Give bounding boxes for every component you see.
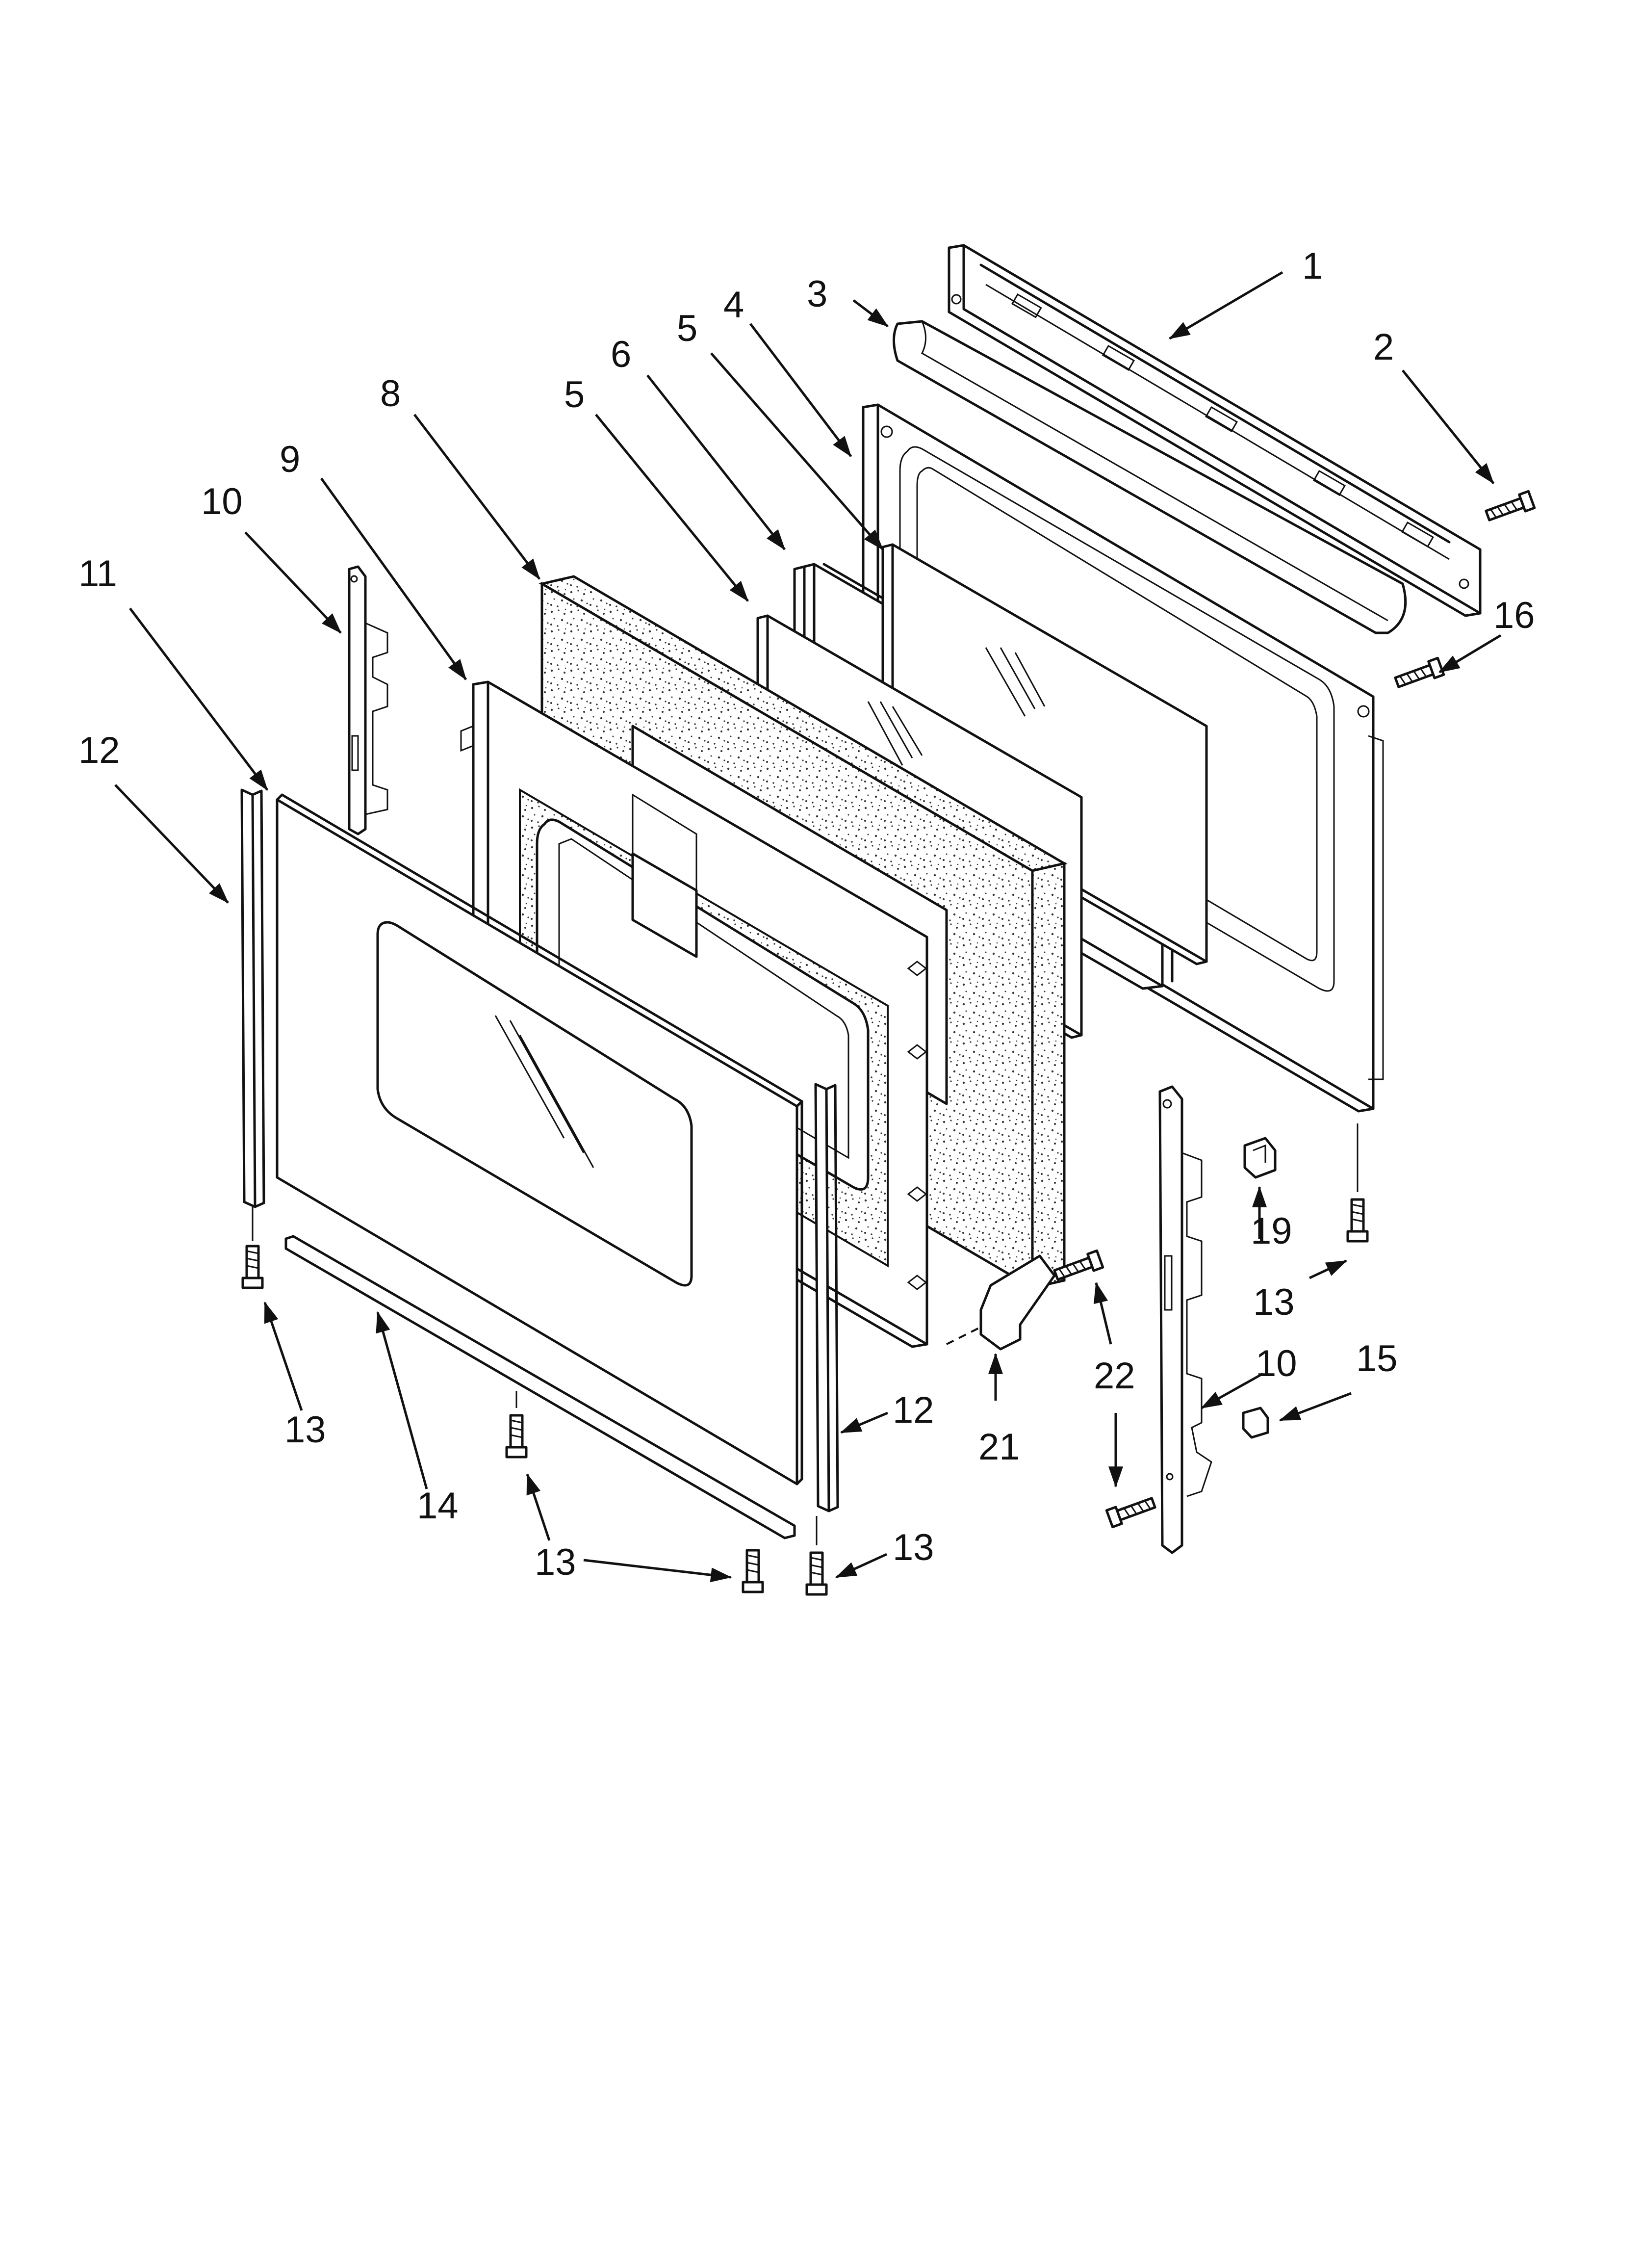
screw-part-2: [1485, 490, 1536, 521]
outer-door-panel-part: [276, 793, 803, 1486]
callout-3: 3: [807, 273, 827, 315]
callout-4: 4: [723, 284, 744, 326]
callout-5a: 5: [677, 308, 697, 349]
callout-2: 2: [1373, 326, 1394, 368]
screw-part-22-b: [1105, 1497, 1156, 1529]
door-hinge-right-part: [1158, 1085, 1212, 1554]
callout-6: 6: [611, 334, 631, 375]
callout-1: 1: [1302, 245, 1323, 287]
callout-5b: 5: [564, 374, 585, 416]
screw-part-13-a: [241, 1245, 264, 1289]
callout-8: 8: [380, 373, 401, 415]
door-side-trim-left-part: [240, 788, 265, 1208]
callout-13b: 13: [535, 1541, 576, 1583]
control-panel-trim-part: [948, 244, 1482, 617]
callout-21: 21: [978, 1426, 1020, 1468]
callout-12a: 12: [78, 730, 120, 771]
clip-part-15: [1242, 1407, 1269, 1439]
callout-19: 19: [1251, 1210, 1292, 1252]
callout-16: 16: [1493, 595, 1535, 636]
door-bottom-trim-part: [284, 1235, 796, 1539]
callout-labels: 1 2 3 4 5 5 6 8 9 10 10 11 12 12 13 13 1…: [78, 245, 1535, 1583]
callout-13c: 13: [893, 1527, 934, 1568]
screw-part-13-d: [805, 1551, 828, 1596]
door-hinge-left-part: [348, 565, 388, 835]
screw-part-13-e: [1346, 1198, 1369, 1243]
callout-12b: 12: [893, 1389, 934, 1431]
clip-part-19: [1243, 1137, 1277, 1179]
screw-part-16: [1394, 656, 1445, 688]
callout-22: 22: [1094, 1355, 1135, 1397]
bracket-part: [946, 1254, 1056, 1351]
leader-lines: [114, 271, 1502, 1583]
callout-13a: 13: [284, 1409, 326, 1451]
callout-10b: 10: [1256, 1343, 1297, 1384]
callout-9: 9: [280, 439, 300, 480]
trim-strip-part: [893, 320, 1407, 634]
callout-14: 14: [417, 1485, 459, 1527]
callout-15: 15: [1356, 1338, 1398, 1380]
screw-part-13-b: [505, 1414, 528, 1459]
callout-11: 11: [78, 553, 117, 595]
screw-part-22-a: [1053, 1249, 1104, 1281]
callout-13d: 13: [1253, 1281, 1295, 1323]
door-side-trim-right-part: [814, 1083, 839, 1512]
callout-10a: 10: [201, 481, 243, 522]
screw-part-13-c: [742, 1549, 764, 1593]
